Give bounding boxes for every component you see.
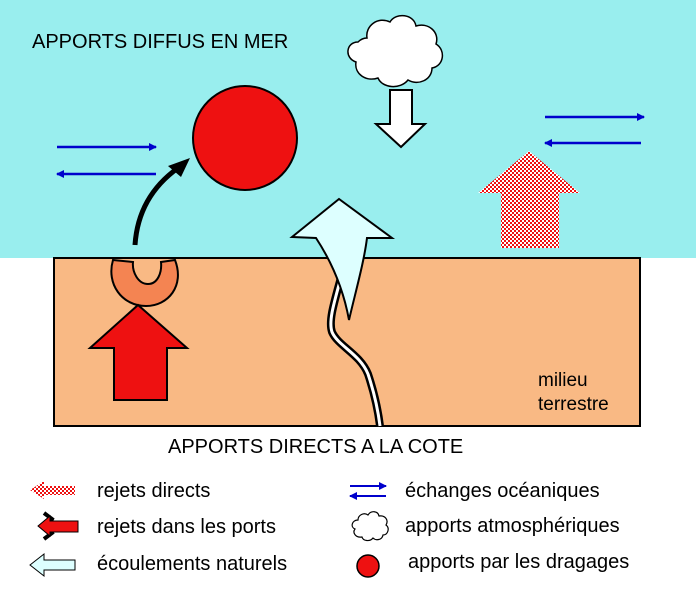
legend-direct-discharge-icon — [30, 481, 75, 499]
legend-dredging-icon — [356, 554, 380, 578]
legend-cloud-icon — [351, 511, 389, 542]
legend-port-discharge-icon — [37, 511, 79, 541]
legend-ocean-exchange-icon — [349, 482, 387, 500]
sea-title: APPORTS DIFFUS EN MER — [32, 31, 289, 53]
port-crescent — [110, 258, 179, 308]
natural-runoff-arrow — [289, 197, 396, 321]
legend-atmospheric-label: apports atmosphériques — [405, 515, 620, 537]
river-channel — [326, 268, 384, 427]
ocean-exchange-arrows-left — [56, 143, 157, 178]
legend-natural-runoff-label: écoulements naturels — [97, 553, 288, 575]
legend-port-discharge-label: rejets dans les ports — [97, 516, 276, 538]
legend-direct-discharge-label: rejets directs — [97, 480, 211, 502]
dredging-circle — [192, 85, 298, 191]
ocean-exchange-arrows-right — [544, 113, 645, 147]
legend-dredging-label: apports par les dragages — [408, 551, 630, 573]
legend-natural-runoff-icon — [29, 552, 76, 578]
direct-discharge-arrow — [478, 151, 580, 248]
cloud-icon — [347, 14, 444, 88]
legend-ocean-exchange-label: échanges océaniques — [405, 480, 600, 502]
coast-title: APPORTS DIRECTS A LA COTE — [168, 436, 464, 458]
land-label: milieu terrestre — [538, 370, 609, 415]
dredging-flow-arrow — [132, 158, 190, 246]
port-discharge-arrow — [87, 303, 190, 401]
atmospheric-arrow — [373, 89, 428, 149]
